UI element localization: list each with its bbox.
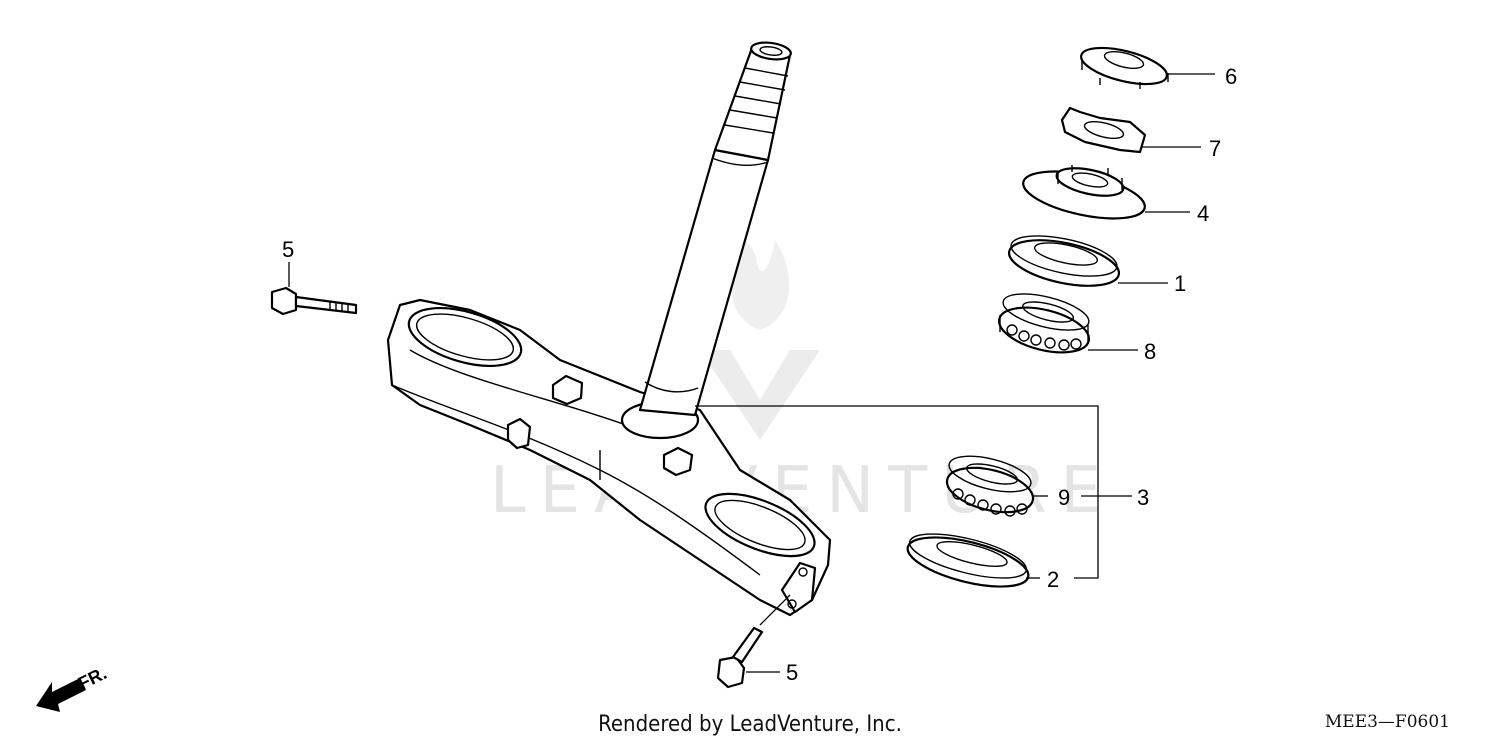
bolt-upper-part [270,262,358,316]
lower-race-part [906,533,1040,588]
adjusting-nut-part [1022,165,1190,220]
bearing-upper-part [998,293,1138,354]
callout-2: 2 [1047,567,1059,592]
callout-6: 6 [1225,64,1237,89]
callout-8: 8 [1144,339,1156,364]
callout-1: 1 [1174,271,1186,296]
callout-3: 3 [1137,485,1149,510]
bearing-lower-part [945,455,1048,517]
bolt-lower-part [716,594,791,689]
callout-labels: 1 2 3 4 5 5 6 7 8 9 [282,64,1237,685]
callout-5-upper: 5 [282,237,294,262]
stem-set-bracket [695,405,1132,579]
upper-race-part [1007,235,1168,287]
callout-9: 9 [1058,485,1070,510]
callout-5-lower: 5 [786,660,798,685]
lock-washer-part [1060,106,1201,154]
callout-4: 4 [1197,201,1209,226]
callout-7: 7 [1209,136,1221,161]
lock-nut-part [1080,46,1215,89]
steering-stem-part [386,41,832,617]
diagram-code: MEE3—F0601 [1324,712,1450,732]
rendered-by-footer: Rendered by LeadVenture, Inc. [598,712,902,737]
front-direction-marker: FR. [36,663,110,712]
